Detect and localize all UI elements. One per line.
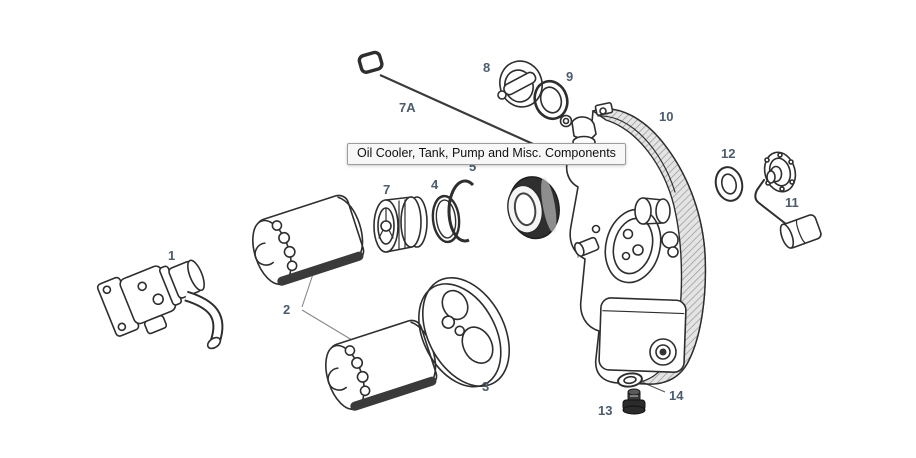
part-label-5: 5: [469, 159, 477, 174]
o-ring-drawing: [431, 194, 461, 244]
diagram-tooltip: Oil Cooler, Tank, Pump and Misc. Compone…: [347, 143, 626, 165]
part-label-3: 3: [482, 379, 490, 394]
oil-pump-drawing: [96, 259, 224, 350]
valve-spool-drawing: [373, 196, 428, 253]
snap-ring-drawing: [447, 179, 475, 243]
oil-tank-drawing: [559, 102, 707, 385]
part-label-14: 14: [669, 388, 684, 403]
drain-plug-drawing: [622, 388, 646, 415]
gasket-plate-drawing: [418, 276, 511, 388]
part-label-13: 13: [598, 403, 613, 418]
part-label-4: 4: [431, 177, 439, 192]
part-label-9: 9: [566, 69, 574, 84]
part-label-8: 8: [483, 60, 491, 75]
collar-drawing: [507, 176, 560, 240]
cap-gasket-drawing: [533, 79, 569, 121]
part-label-7: 7: [383, 182, 391, 197]
fitting-assembly-drawing: [754, 151, 822, 249]
part-label-1: 1: [168, 248, 176, 263]
washer-14-drawing: [617, 372, 643, 388]
filler-cap-drawing: [497, 60, 543, 108]
part-label-12: 12: [721, 146, 736, 161]
part-label-7A: 7A: [399, 100, 416, 115]
part-label-2: 2: [283, 302, 291, 317]
oil-filter-drawing-1: [244, 190, 372, 292]
washer-12-drawing: [714, 166, 744, 202]
part-label-10: 10: [659, 109, 674, 124]
part-label-11: 11: [785, 195, 799, 210]
